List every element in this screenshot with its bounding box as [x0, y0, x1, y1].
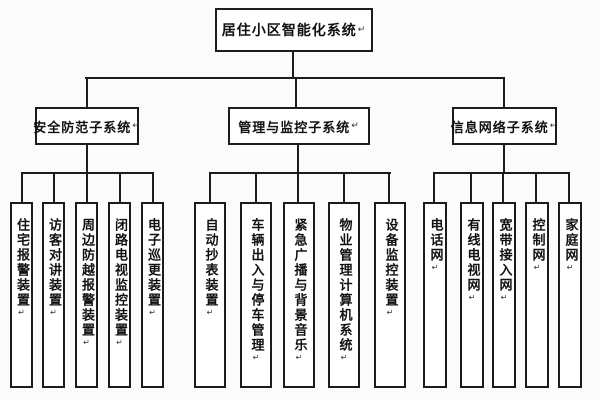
- paragraph-mark: ↵: [357, 25, 367, 35]
- leaf-vehicle-parking-management: 车辆出入与停车管理↵: [240, 202, 272, 388]
- paragraph-mark: ↵: [499, 293, 509, 302]
- leaf-cctv-monitoring: 闭路电视监控装置↵: [108, 202, 131, 388]
- leaf-residential-alarm: 住宅报警装置↵: [10, 202, 33, 388]
- connector-branch3-drop: [503, 144, 505, 174]
- node-root-label: 居住小区智能化系统: [221, 23, 357, 39]
- node-management-monitoring-subsystem-label: 管理与监控子系统: [238, 120, 351, 136]
- paragraph-mark: ↵: [565, 263, 575, 272]
- paragraph-mark: ↵: [251, 353, 261, 362]
- leaf-perimeter-alarm: 周边防越报警装置↵: [75, 202, 98, 388]
- leaf-broadband-access-network: 宽带接入网↵: [492, 202, 516, 388]
- paragraph-mark: ↵: [430, 263, 440, 272]
- leaf-cctv-monitoring-label: 闭路电视监控装置: [112, 218, 127, 338]
- node-root: 居住小区智能化系统↵: [215, 8, 373, 52]
- leaf-broadband-access-network-label: 宽带接入网: [496, 218, 512, 293]
- connector-drop-branch-3: [503, 78, 505, 107]
- leaf-auto-meter-reading-label: 自动抄表装置: [202, 218, 218, 308]
- paragraph-mark: ↵: [17, 308, 26, 317]
- leaf-property-management-computer-label: 物业管理计算机系统: [336, 218, 352, 353]
- leaf-cable-tv-network-label: 有线电视网: [464, 218, 480, 293]
- leaf-electronic-patrol-label: 电子巡更装置: [145, 218, 160, 308]
- leaf-emergency-broadcast-bgm: 紧急广播与背景音乐↵: [283, 202, 315, 388]
- connector-root-drop: [292, 52, 294, 79]
- leaf-telephone-network: 电话网↵: [423, 202, 447, 388]
- paragraph-mark: ↵: [385, 308, 395, 317]
- paragraph-mark: ↵: [351, 121, 360, 131]
- connector-branch2-leaf3: [297, 173, 299, 202]
- node-security-subsystem: 安全防范子系统↵: [33, 107, 141, 145]
- leaf-visitor-intercom: 访客对讲装置↵: [42, 202, 65, 388]
- connector-branch1-leaf1: [21, 173, 23, 202]
- node-information-network-subsystem-label: 信息网络子系统: [450, 120, 549, 136]
- connector-branch1-leaf4: [119, 173, 121, 202]
- connector-branch3-horizontal: [433, 172, 570, 174]
- leaf-equipment-monitoring-label: 设备监控装置: [382, 218, 398, 308]
- leaf-control-network: 控制网↵: [525, 202, 549, 388]
- connector-branch2-drop: [297, 144, 299, 174]
- connector-branch3-leaf1: [433, 173, 435, 202]
- node-information-network-subsystem: 信息网络子系统↵: [450, 107, 559, 145]
- connector-branch3-leaf3: [502, 173, 504, 202]
- leaf-home-network: 家庭网↵: [558, 202, 582, 388]
- connector-branch2-leaf5: [388, 173, 390, 202]
- leaf-cable-tv-network: 有线电视网↵: [460, 202, 484, 388]
- node-management-monitoring-subsystem: 管理与监控子系统↵: [228, 107, 370, 145]
- paragraph-mark: ↵: [294, 353, 304, 362]
- connector-branch1-leaf5: [152, 173, 154, 202]
- connector-branch2-leaf4: [343, 173, 345, 202]
- connector-branch3-leaf5: [568, 173, 570, 202]
- connector-branch2-leaf2: [255, 173, 257, 202]
- paragraph-mark: ↵: [532, 263, 542, 272]
- connector-branch2-leaf1: [209, 173, 211, 202]
- leaf-auto-meter-reading: 自动抄表装置↵: [194, 202, 226, 388]
- paragraph-mark: ↵: [549, 121, 559, 131]
- leaf-equipment-monitoring: 设备监控装置↵: [374, 202, 406, 388]
- connector-branch2-horizontal: [209, 172, 391, 174]
- leaf-electronic-patrol: 电子巡更装置↵: [141, 202, 164, 388]
- connector-branch1-leaf3: [86, 173, 88, 202]
- paragraph-mark: ↵: [82, 338, 91, 347]
- leaf-home-network-label: 家庭网: [562, 218, 578, 263]
- leaf-residential-alarm-label: 住宅报警装置: [14, 218, 29, 308]
- leaf-control-network-label: 控制网: [529, 218, 545, 263]
- connector-drop-branch-2: [295, 78, 297, 107]
- paragraph-mark: ↵: [115, 338, 124, 347]
- leaf-vehicle-parking-management-label: 车辆出入与停车管理: [248, 218, 264, 353]
- connector-branch3-leaf4: [535, 173, 537, 202]
- connector-drop-branch-1: [86, 78, 88, 107]
- leaf-visitor-intercom-label: 访客对讲装置: [46, 218, 61, 308]
- paragraph-mark: ↵: [132, 121, 141, 131]
- paragraph-mark: ↵: [49, 308, 58, 317]
- connector-branch3-leaf2: [470, 173, 472, 202]
- paragraph-mark: ↵: [339, 353, 349, 362]
- paragraph-mark: ↵: [205, 308, 215, 317]
- leaf-telephone-network-label: 电话网: [427, 218, 443, 263]
- paragraph-mark: ↵: [467, 293, 477, 302]
- leaf-property-management-computer: 物业管理计算机系统↵: [328, 202, 360, 388]
- connector-branch1-drop: [86, 144, 88, 174]
- leaf-emergency-broadcast-bgm-label: 紧急广播与背景音乐: [291, 218, 307, 353]
- paragraph-mark: ↵: [148, 308, 157, 317]
- connector-branch1-leaf2: [53, 173, 55, 202]
- leaf-perimeter-alarm-label: 周边防越报警装置: [79, 218, 94, 338]
- node-security-subsystem-label: 安全防范子系统: [33, 120, 132, 136]
